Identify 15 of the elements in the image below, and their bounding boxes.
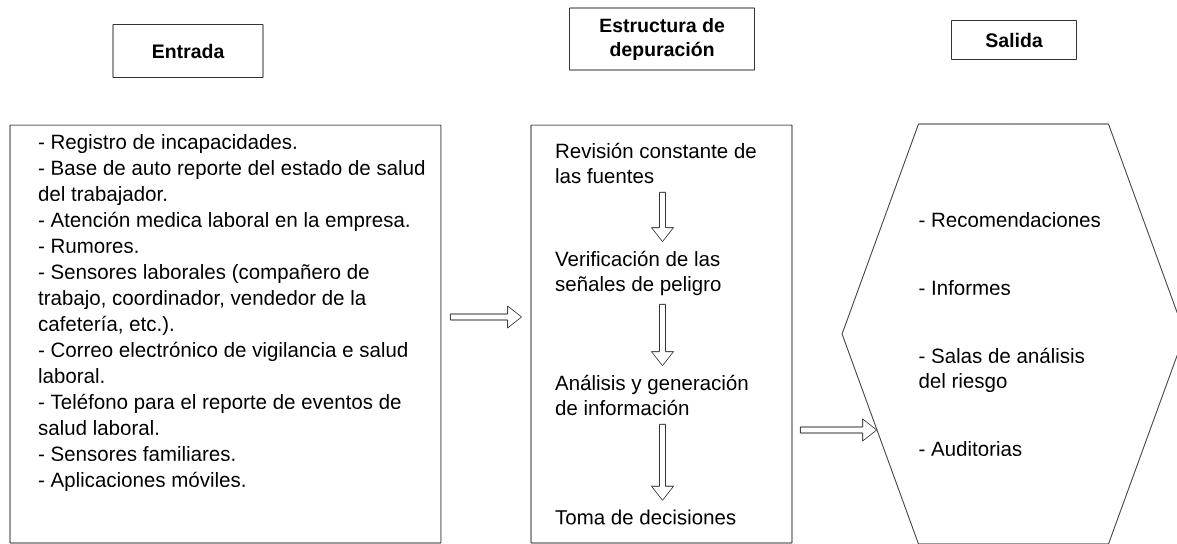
step-text: Análisis y generación de información [555, 374, 748, 416]
step-text: Toma de decisiones [555, 509, 736, 525]
block-arrow [651, 191, 674, 243]
block-arrow [651, 423, 674, 501]
block-arrow [651, 304, 674, 367]
output-hexagon: - Recomendaciones - Informes - Salas de análisis del riesgo - Auditorias [841, 123, 1177, 544]
step-text: Verificación de las señales de peligro [555, 250, 721, 296]
header-box: Entrada [112, 24, 264, 78]
block-arrow [450, 305, 522, 329]
block-arrow [800, 418, 878, 442]
step-text: Revisión constante de las fuentes [556, 142, 756, 184]
process-box [530, 124, 793, 544]
header-box: Salida [951, 20, 1077, 60]
header-box: Estructura de depuración [569, 7, 755, 71]
list-box: - Registro de incapacidades. - Base de auto reporte del estado de salud del trabajador. - Atención medica laboral en la empresa. - Rumores. - Sensores laborales (compañero de trabajo, coordinador, vendedor de la cafetería, etc.). - Correo electrónico de vigilancia e salud laboral. - Teléfono para el reporte de eventos de salud laboral. - Sensores familiares. - Aplicaciones móviles. [9, 124, 442, 544]
